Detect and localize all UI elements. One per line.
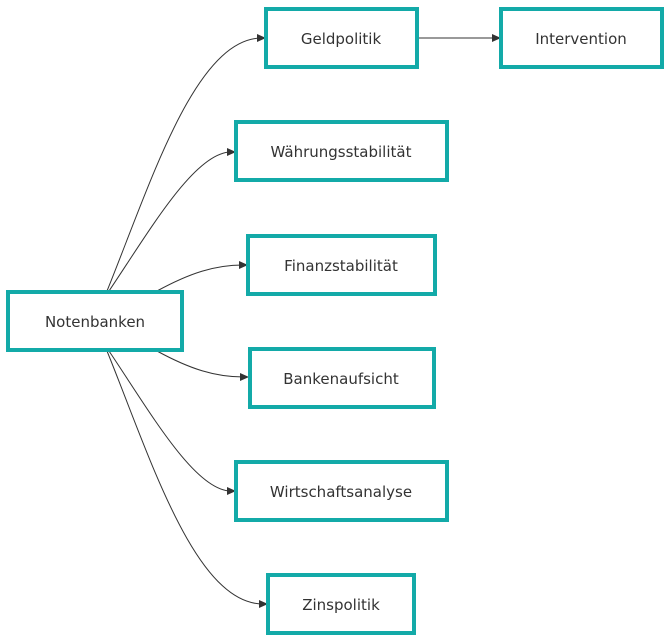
node-zinspolitik-label: Zinspolitik <box>302 596 380 614</box>
arrowhead-geldpolitik <box>257 34 266 42</box>
node-intervention-label: Intervention <box>535 30 627 48</box>
edge-notenbanken-finanzstabilitaet <box>156 264 244 292</box>
edge-notenbanken-bankenaufsicht <box>156 350 245 378</box>
node-geldpolitik-label: Geldpolitik <box>301 30 382 48</box>
node-finanzstabilitaet[interactable]: Finanzstabilität <box>246 234 437 296</box>
node-notenbanken-label: Notenbanken <box>45 313 145 331</box>
node-wirtschaftsanalyse-label: Wirtschaftsanalyse <box>270 483 412 501</box>
edge-notenbanken-wirtschaftsanalyse <box>108 350 232 492</box>
node-finanzstabilitaet-label: Finanzstabilität <box>284 257 398 275</box>
node-zinspolitik[interactable]: Zinspolitik <box>266 573 416 635</box>
edge-notenbanken-geldpolitik <box>106 37 263 292</box>
arrowhead-bankenaufsicht <box>240 373 249 381</box>
arrowhead-wirtschaftsanalyse <box>227 487 236 495</box>
arrowhead-intervention <box>492 34 501 42</box>
node-geldpolitik[interactable]: Geldpolitik <box>264 7 419 69</box>
edge-notenbanken-zinspolitik <box>106 350 264 605</box>
edge-notenbanken-waehrungsstabilitaet <box>108 151 232 292</box>
arrowhead-finanzstabilitaet <box>239 261 248 269</box>
node-waehrungsstabilitaet-label: Währungsstabilität <box>271 143 412 161</box>
arrowhead-zinspolitik <box>259 600 268 608</box>
node-wirtschaftsanalyse[interactable]: Wirtschaftsanalyse <box>234 460 449 522</box>
node-waehrungsstabilitaet[interactable]: Währungsstabilität <box>234 120 449 182</box>
edges-layer <box>106 34 501 608</box>
node-bankenaufsicht-label: Bankenaufsicht <box>283 370 399 388</box>
node-intervention[interactable]: Intervention <box>499 7 664 69</box>
node-notenbanken[interactable]: Notenbanken <box>6 290 184 352</box>
arrowhead-waehrungsstabilitaet <box>227 148 236 156</box>
node-bankenaufsicht[interactable]: Bankenaufsicht <box>248 347 436 409</box>
nodes-layer: Notenbanken Geldpolitik Intervention Wäh… <box>6 7 664 635</box>
